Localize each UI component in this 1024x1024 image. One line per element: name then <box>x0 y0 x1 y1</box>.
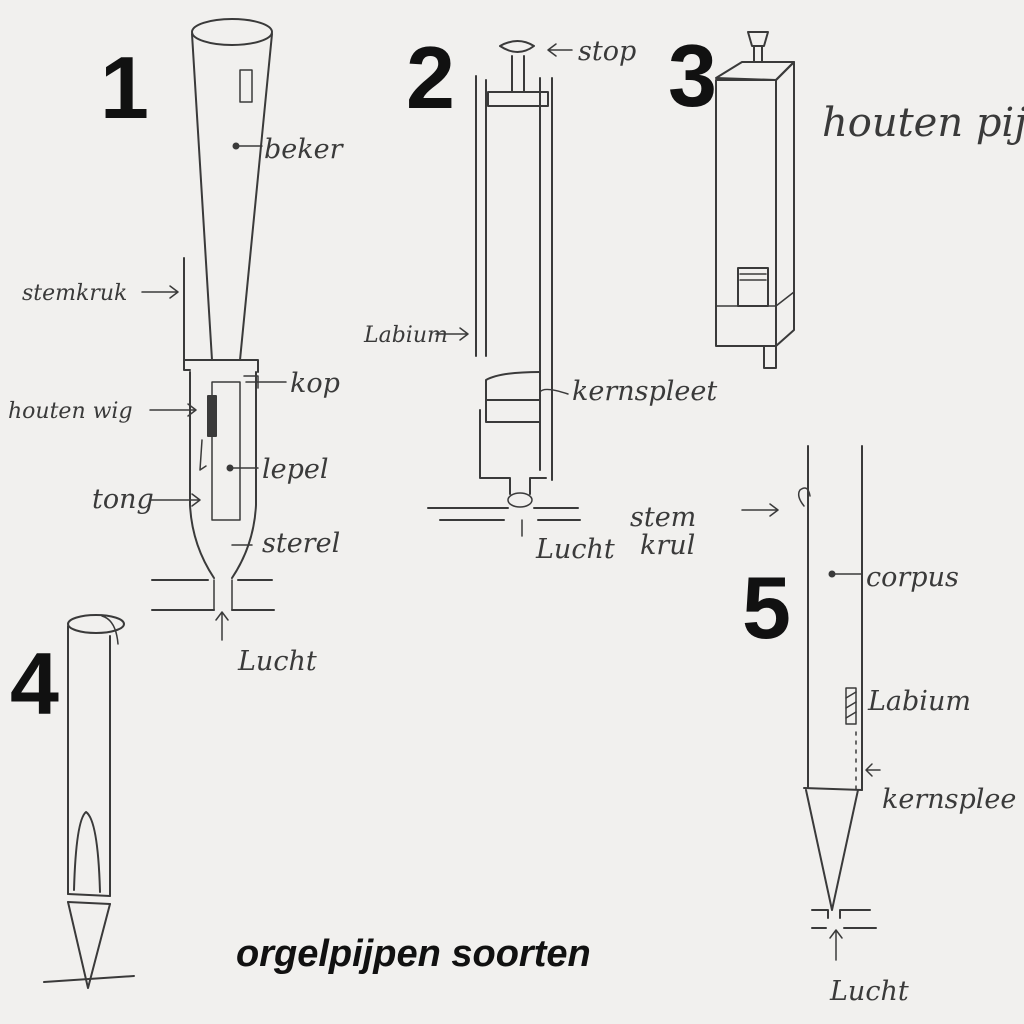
pipe-4-windchest <box>43 975 135 983</box>
pipe-1-kop-mark <box>243 375 259 389</box>
number-5: 5 <box>742 558 791 657</box>
pipe-4-languid <box>67 893 111 905</box>
pipe-1-arrow-tong <box>149 493 201 507</box>
pipe-5-windchest-top <box>811 909 871 919</box>
pipe-5-labium <box>845 687 857 725</box>
label-lucht-2: Lucht <box>535 534 615 565</box>
label-lepel: lepel <box>262 454 329 485</box>
label-stop: stop <box>578 36 636 67</box>
pipe-5-arrow-stem <box>741 503 779 517</box>
pipe-1-arrow-stemkruk <box>141 285 179 299</box>
pipe-4-foot <box>67 901 111 989</box>
pipe-5-arrow-lucht <box>829 929 843 961</box>
pipe-2-foot-hole <box>507 492 533 508</box>
pipe-3-block-line <box>715 291 795 307</box>
pipe-5-drawing <box>741 445 881 961</box>
pipe-1-wedge <box>207 395 217 437</box>
pipe-4-body <box>67 625 111 897</box>
pipe-3-top-face <box>715 61 795 81</box>
caption: orgelpijpen soorten <box>236 933 591 975</box>
label-lucht-5: Lucht <box>829 976 909 1007</box>
pipe-4-upper-lip <box>73 811 101 893</box>
pipe-1-boot-left <box>189 371 215 579</box>
pipe-2-arrow-labium <box>435 327 469 341</box>
pipe-4-drawing <box>43 614 135 989</box>
pipe-2-block <box>485 399 541 423</box>
pipe-1-bell-rim <box>191 18 273 46</box>
pipe-3-front <box>715 79 777 347</box>
number-3: 3 <box>668 26 717 125</box>
number-1: 1 <box>100 38 149 137</box>
pipe-1-shallot <box>211 381 241 521</box>
pipe-1-boot-right <box>231 371 257 579</box>
pipe-2-arrow-stop <box>547 43 573 57</box>
pipe-1-windchest <box>151 579 275 611</box>
label-beker: beker <box>264 134 345 165</box>
pipe-3-foot <box>763 345 777 369</box>
pipe-5-languid <box>803 787 863 791</box>
pipe-2-mouth-cut <box>485 371 541 401</box>
pipe-3-plug-rod <box>753 45 763 63</box>
pipe-2-stop-rod <box>511 55 525 93</box>
label-labium-5: Labium <box>867 686 971 717</box>
pipe-3-plug-top <box>747 31 769 47</box>
label-stemkruk: stemkruk <box>22 281 127 306</box>
label-sterel: sterel <box>262 528 340 559</box>
label-labium-2: Labium <box>363 323 448 348</box>
pipe-1-head-top <box>183 359 259 373</box>
pipe-2-drawing <box>427 40 581 537</box>
pipe-5-curl <box>797 487 811 507</box>
pipe-1-tuning-wire <box>183 257 191 371</box>
pipe-2-stopper <box>487 91 549 107</box>
pipe-2-body-left <box>475 75 487 357</box>
pipe-1-arrow-wig <box>149 403 197 417</box>
label-lucht-1: Lucht <box>237 646 317 677</box>
pipe-4-tuning-roll <box>101 615 119 645</box>
pipe-5-arrow-kernspleet <box>865 763 881 777</box>
pipe-2-leader-kernspleet <box>539 388 569 395</box>
pipe-2-windchest <box>427 507 581 521</box>
label-tong: tong <box>92 484 154 515</box>
pipe-1-foot-hole <box>213 579 233 611</box>
label-corpus: corpus <box>866 562 959 593</box>
number-4: 4 <box>10 634 59 733</box>
label-houten-pijp: houten pijp <box>822 100 1024 146</box>
pipe-3-side <box>775 61 795 347</box>
label-stem: stem <box>630 502 696 533</box>
pipe-1-drawing <box>141 18 287 641</box>
label-kop: kop <box>290 368 340 399</box>
pipe-3-drawing <box>715 31 795 369</box>
label-krul: krul <box>640 530 695 561</box>
pipe-1-arrow-lucht <box>215 611 229 641</box>
pipe-1-tongue <box>199 439 207 471</box>
pipe-3-mouth-hatch <box>739 273 767 281</box>
pipe-2-stop-knob <box>499 40 535 53</box>
pipe-1-bell-left <box>191 33 213 361</box>
pipe-2-foot <box>479 409 547 495</box>
pipe-5-foot <box>805 789 859 911</box>
label-kernspleet-2: kernspleet <box>572 376 717 407</box>
pipe-1-bell-right <box>239 33 273 361</box>
pipe-4-rim <box>67 614 125 634</box>
label-houten-wig: houten wig <box>8 399 133 424</box>
label-kernspleet-5: kernsplee <box>882 784 1016 815</box>
number-2: 2 <box>406 28 455 127</box>
pipe-5-labium-hatch <box>845 691 857 719</box>
pipe-2-body-right <box>539 77 553 481</box>
pipe-1-window <box>239 69 253 103</box>
